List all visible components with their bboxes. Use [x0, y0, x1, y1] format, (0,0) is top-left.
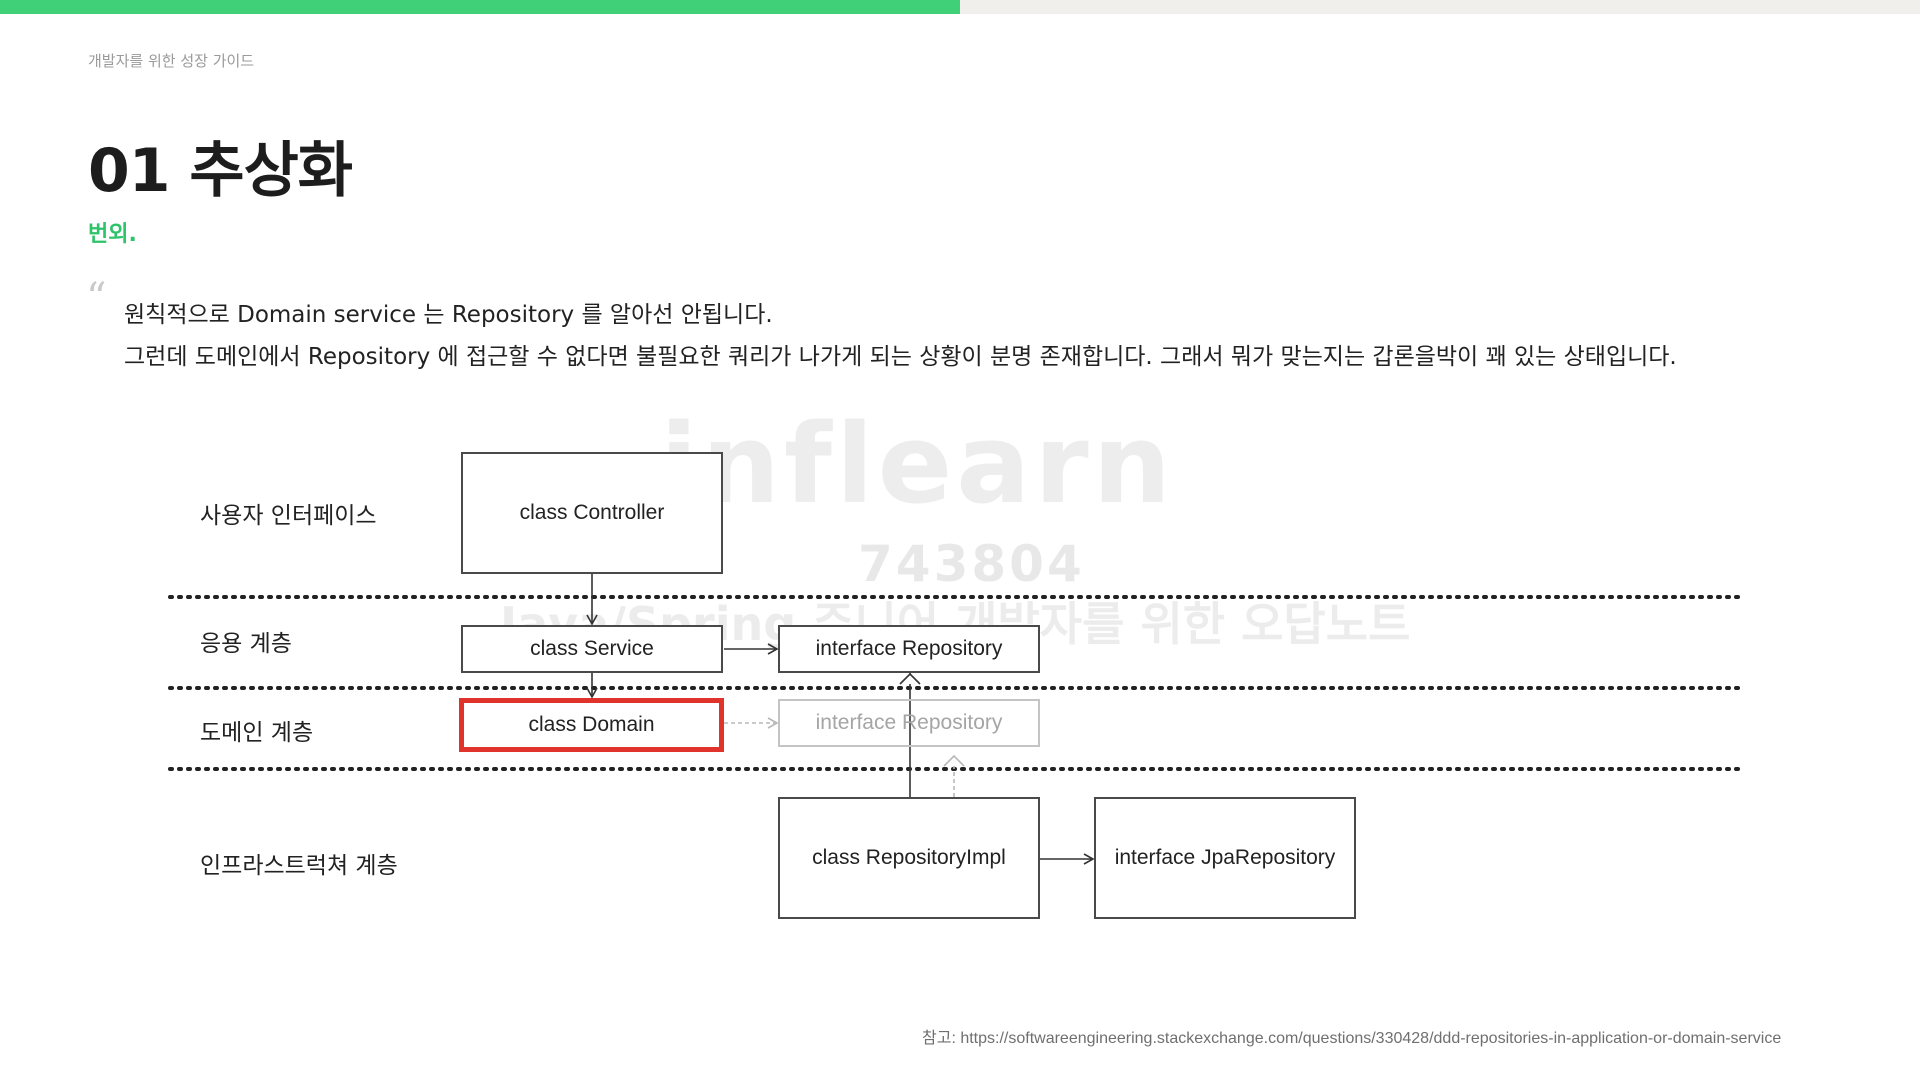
domain-repository-interface-box: interface Repository [778, 699, 1040, 747]
arrowhead-implements [899, 672, 921, 685]
reference-link[interactable]: 참고: https://softwareengineering.stackexc… [922, 1030, 1782, 1047]
arrowhead-implements-faded [943, 754, 965, 767]
layer-label-ui: 사용자 인터페이스 [200, 503, 377, 529]
service-box: class Service [461, 625, 723, 673]
layer-label-application: 응용 계층 [200, 631, 292, 657]
layer-label-infrastructure: 인프라스트럭쳐 계층 [200, 853, 398, 879]
repository-interface-box: interface Repository [778, 625, 1040, 673]
quote-line-2: 그런데 도메인에서 Repository 에 접근할 수 없다면 불필요한 쿼리… [124, 344, 1677, 370]
jpa-repository-box: interface JpaRepository [1094, 797, 1356, 919]
section-subtitle: 번외. [88, 222, 137, 247]
domain-box: class Domain [459, 698, 724, 752]
repository-impl-box: class RepositoryImpl [778, 797, 1040, 919]
guide-label: 개발자를 위한 성장 가이드 [88, 52, 255, 70]
progress-bar [0, 0, 960, 14]
quote-icon: “ [86, 275, 107, 321]
progress-track [0, 0, 1920, 14]
page-title: 01 추상화 [88, 136, 353, 206]
quote-line-1: 원칙적으로 Domain service 는 Repository 를 알아선 … [124, 302, 773, 328]
controller-box: class Controller [461, 452, 723, 574]
layer-label-domain: 도메인 계층 [200, 720, 314, 746]
